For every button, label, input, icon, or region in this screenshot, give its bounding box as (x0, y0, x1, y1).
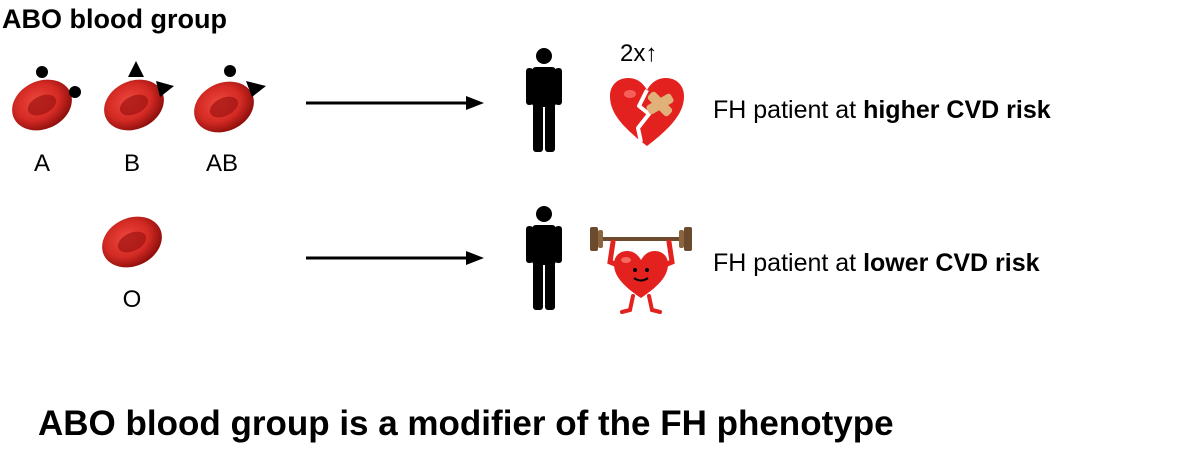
arrow-icon (306, 251, 484, 265)
lower-risk-text: FH patient at lower CVD risk (713, 249, 1040, 278)
conclusion-text: ABO blood group is a modifier of the FH … (38, 404, 894, 443)
blood-cell-ab (194, 81, 254, 133)
antigen-a-dot (224, 65, 236, 77)
blood-cells-non-o (12, 61, 266, 133)
risk-text-emphasis: higher CVD risk (863, 96, 1051, 124)
antigen-b-triangle (128, 61, 144, 77)
antigen-b-triangle (246, 81, 266, 97)
label-group-a: A (33, 150, 50, 177)
blood-cell-b (104, 79, 164, 131)
higher-risk-text: FH patient at higher CVD risk (713, 96, 1051, 125)
label-group-b: B (123, 150, 140, 177)
label-group-o: O (122, 286, 142, 313)
label-group-ab: AB (205, 150, 238, 177)
arrow-icon (306, 96, 484, 110)
antigen-a-dot (36, 66, 48, 78)
diagram-title: ABO blood group (2, 4, 227, 34)
blood-cell-o (102, 216, 162, 268)
blood-cell-a (12, 79, 72, 131)
person-icon (526, 206, 562, 310)
strong-heart-icon (590, 227, 692, 314)
risk-text-emphasis: lower CVD risk (863, 249, 1040, 277)
antigen-b-triangle (156, 81, 174, 97)
person-icon (526, 48, 562, 152)
risk-multiplier: 2x↑ (620, 40, 658, 67)
risk-text-prefix: FH patient at (713, 96, 864, 124)
risk-text-prefix: FH patient at (713, 249, 864, 277)
broken-heart-icon (610, 78, 684, 146)
antigen-a-dot (69, 86, 81, 98)
